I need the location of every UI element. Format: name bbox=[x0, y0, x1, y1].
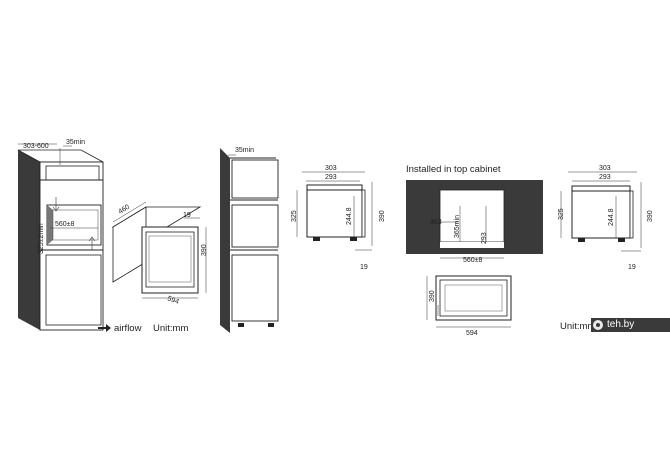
dim-top-outer: 303 bbox=[325, 165, 337, 172]
dim-appliance-width: 594 bbox=[166, 295, 179, 306]
dim-bottom-2: 19 bbox=[628, 264, 636, 271]
dim-left-height: 325 bbox=[291, 210, 298, 222]
dim-front: 19 bbox=[183, 212, 191, 219]
front-door bbox=[439, 279, 508, 317]
dim-height-range: 325±2min bbox=[38, 223, 45, 254]
dim-cabinet-bottom: 560±8 bbox=[463, 257, 483, 264]
watermark-text: teh.by bbox=[607, 319, 635, 330]
dim-cabinet-left: 303 bbox=[430, 219, 442, 226]
airflow-arrow-out bbox=[88, 236, 96, 250]
dim-front-width: 594 bbox=[466, 330, 478, 337]
side-section-view-right: 303 293 325 244.8 390 19 Unit:mm bbox=[558, 165, 654, 332]
dim-right-height-2: 390 bbox=[647, 210, 654, 222]
upper-compartment bbox=[231, 159, 279, 199]
dim-front-height: 390 bbox=[429, 290, 436, 302]
watermark-badge: teh.by bbox=[591, 318, 670, 332]
dim-top-inner-2: 293 bbox=[599, 174, 611, 181]
front-window bbox=[444, 284, 503, 312]
cabinet-side-panel bbox=[18, 150, 40, 330]
legend-unit: Unit:mm bbox=[153, 323, 188, 334]
dim-cabinet-right: 293 bbox=[481, 232, 488, 244]
side-section-view: 303 293 325 244.8 390 19 bbox=[291, 165, 386, 271]
lower-compartment bbox=[231, 254, 279, 322]
top-cabinet-title: Installed in top cabinet bbox=[406, 164, 501, 175]
appliance-side bbox=[112, 206, 147, 283]
dim-width-range: 303-600 bbox=[23, 143, 49, 150]
dim-top-inner: 293 bbox=[325, 174, 337, 181]
front-view: 390 594 bbox=[426, 275, 512, 337]
oven-side-body bbox=[306, 184, 363, 238]
oven-side-body-2 bbox=[571, 185, 631, 239]
dim-inner-height-2: 244.8 bbox=[608, 208, 615, 226]
dim-opening: 560±8 bbox=[55, 221, 75, 228]
airflow-arrow-in bbox=[52, 197, 60, 212]
oven-compartment bbox=[231, 204, 279, 248]
lower-cabinet-door bbox=[45, 254, 102, 326]
dim-right-height: 390 bbox=[379, 210, 386, 222]
dim-cabinet-inner: 365min bbox=[454, 215, 461, 238]
section-column-view: 35min bbox=[220, 147, 279, 333]
appliance-front bbox=[141, 226, 199, 294]
dim-top-outer-2: 303 bbox=[599, 165, 611, 172]
unit-label-right: Unit:mm bbox=[560, 321, 595, 332]
appliance-door bbox=[145, 231, 195, 288]
front-frame bbox=[435, 275, 512, 321]
dim-appliance-height: 390 bbox=[201, 244, 208, 256]
airflow-arrow-icon bbox=[98, 324, 111, 332]
top-cabinet-niche bbox=[439, 189, 505, 243]
dim-depth: 460 bbox=[117, 204, 131, 216]
top-cabinet-view: Installed in top cabinet 303 365min 293 … bbox=[406, 164, 543, 264]
column-cabinet-view: 303-600 35min 325±2min 560±8 airflow Uni… bbox=[17, 139, 188, 334]
section-wall bbox=[220, 148, 230, 333]
legend-airflow: airflow bbox=[114, 323, 142, 334]
dim-left-height-2: 325 bbox=[558, 208, 565, 220]
dim-bottom: 19 bbox=[360, 264, 368, 271]
watermark-logo-icon bbox=[593, 320, 603, 330]
dim-inner-height: 244.8 bbox=[346, 207, 353, 225]
appliance-perspective-view: 460 19 390 594 bbox=[111, 201, 208, 306]
dim-section-gap: 35min bbox=[235, 147, 254, 154]
dim-gap-top: 35min bbox=[66, 139, 85, 146]
top-shelf bbox=[45, 165, 100, 181]
